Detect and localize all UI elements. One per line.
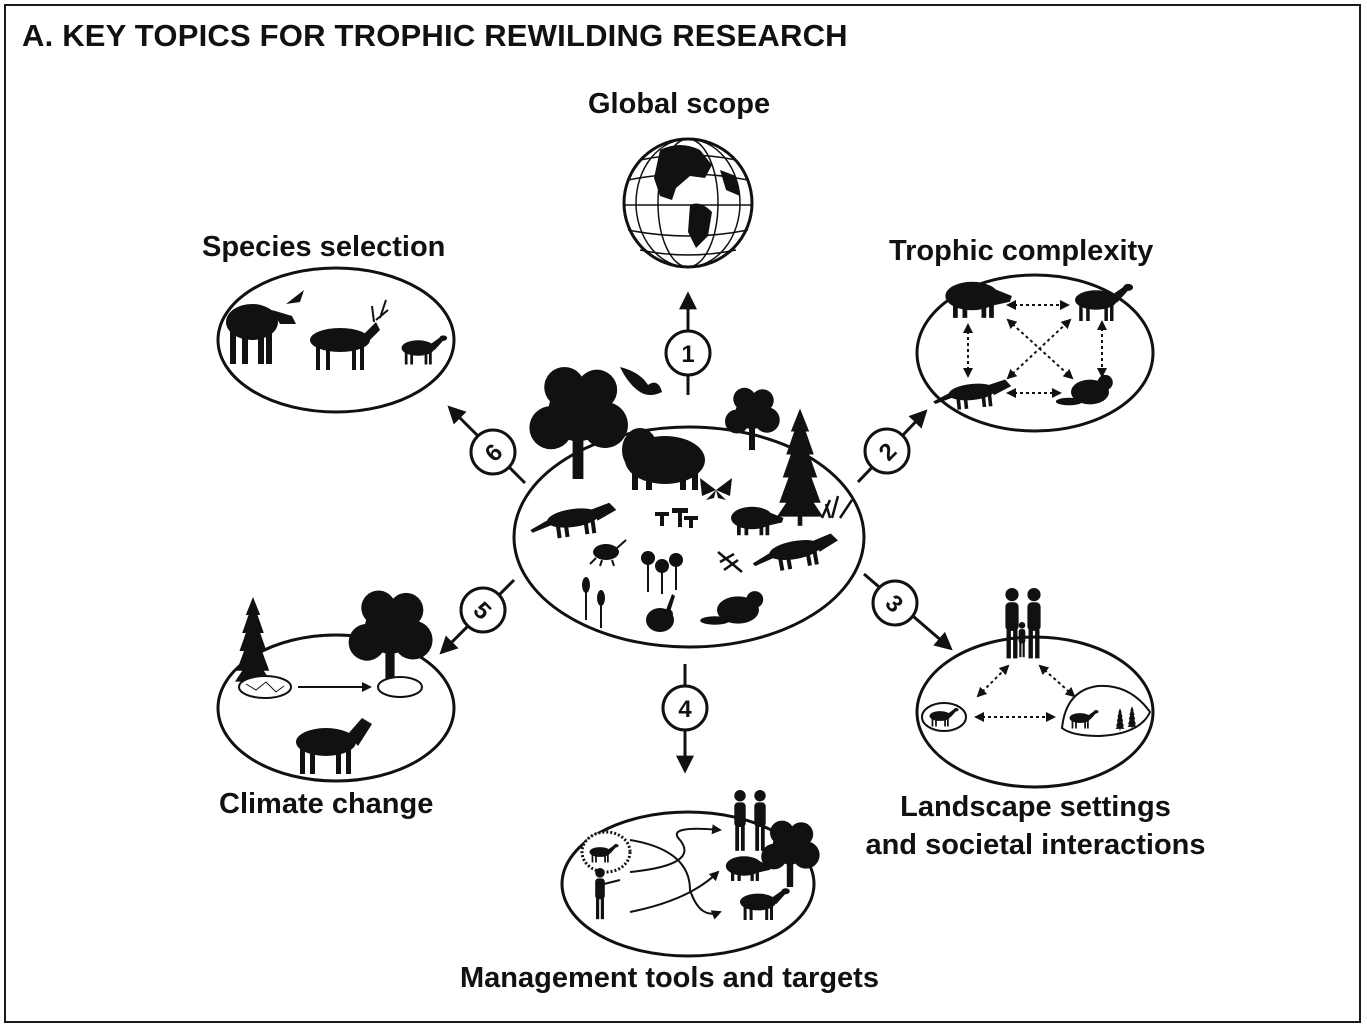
badge-1 (664, 329, 712, 377)
new-ground (377, 676, 423, 698)
figure-title: A. KEY TOPICS FOR TROPHIC REWILDING RESE… (22, 18, 848, 53)
connector-1: 1 (664, 291, 712, 395)
mushroom-icon (655, 508, 698, 528)
bison-icon (622, 428, 705, 490)
dragonfly-icon (717, 551, 743, 573)
flowers-icon (641, 551, 683, 594)
badge-6 (469, 428, 517, 476)
large-reserve (1060, 684, 1152, 738)
species-selection-panel (216, 266, 456, 414)
label-trophic-complexity: Trophic complexity (889, 235, 1154, 267)
hare-icon (646, 594, 675, 632)
badge-2 (863, 427, 911, 475)
connector-5: 5 (439, 578, 516, 655)
beetle-icon (589, 539, 627, 567)
connector-2: 2 (856, 409, 928, 484)
plants-icon (582, 577, 605, 628)
dry-ground (238, 675, 292, 699)
badge-5 (459, 586, 507, 634)
connector-6: 6 (447, 405, 527, 485)
management-panel (560, 790, 820, 958)
connector-3: 3 (863, 572, 953, 651)
label-climate-change: Climate change (219, 788, 434, 820)
moose-icon (226, 290, 304, 364)
connector-4: 4 (661, 664, 709, 774)
deer-icon (310, 299, 389, 370)
badge-1-number: 1 (681, 341, 694, 368)
horse-icon (296, 718, 372, 774)
globe-icon (622, 137, 754, 269)
label-species-selection: Species selection (202, 231, 446, 263)
label-landscape-line1: Landscape settings (900, 791, 1171, 823)
label-management-tools: Management tools and targets (460, 962, 879, 994)
climate-change-panel (216, 590, 456, 783)
badge-4 (661, 684, 709, 732)
trophic-complexity-panel (915, 273, 1155, 433)
label-global-scope: Global scope (588, 88, 771, 120)
grass-icon (820, 495, 854, 519)
label-landscape-line2: and societal interactions (865, 829, 1206, 861)
landscape-panel (915, 588, 1155, 789)
butterfly-icon (700, 478, 732, 500)
badge-3 (871, 579, 919, 627)
central-ecosystem (512, 366, 866, 649)
badge-4-number: 4 (678, 696, 692, 723)
eagle-icon (620, 367, 662, 395)
label-landscape-settings: Landscape settings and societal interact… (848, 788, 1223, 864)
